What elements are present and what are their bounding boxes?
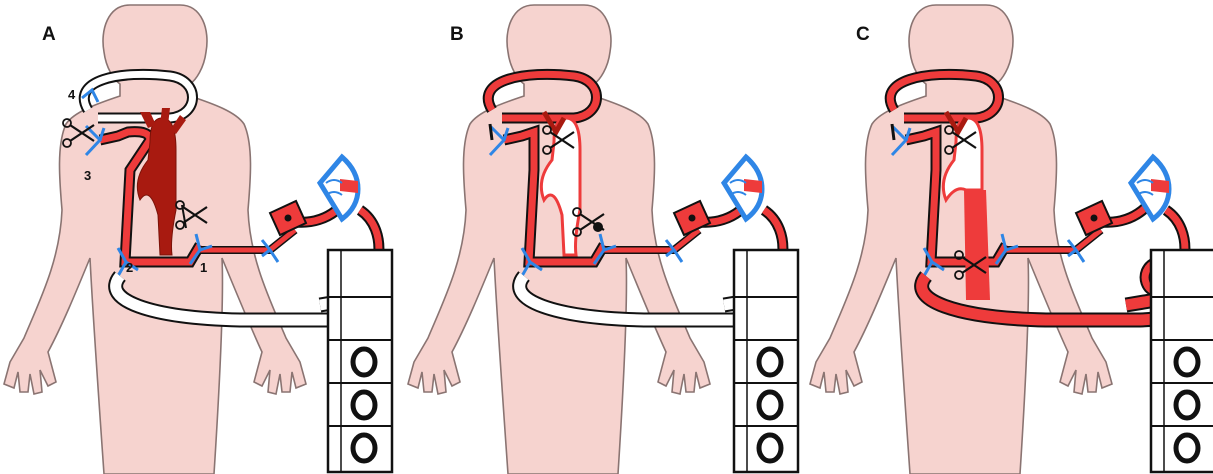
panel-a-letter: A xyxy=(42,24,56,45)
panel-c-letter: C xyxy=(856,24,870,45)
panel-a xyxy=(4,5,392,474)
label-3: 3 xyxy=(84,168,91,183)
panel-b-letter: B xyxy=(450,24,464,45)
label-2: 2 xyxy=(126,260,133,275)
panel-b xyxy=(408,5,798,474)
panel-c xyxy=(810,5,1213,474)
label-4: 4 xyxy=(68,87,76,102)
label-1: 1 xyxy=(200,260,207,275)
